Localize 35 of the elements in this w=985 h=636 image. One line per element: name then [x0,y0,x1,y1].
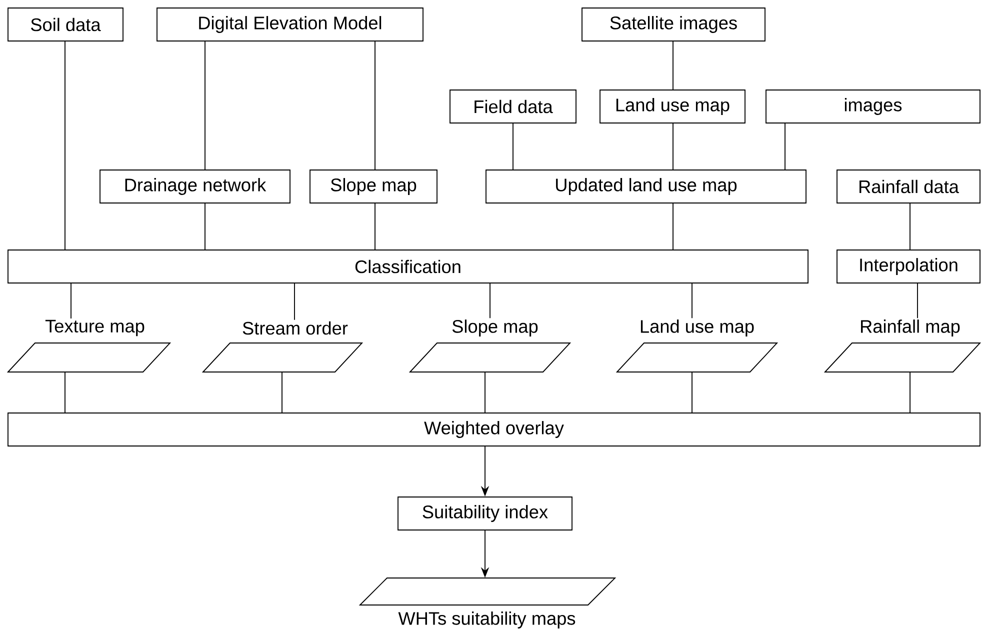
process-box: Updated land use map [486,170,806,204]
node-label: Texture map [45,320,144,336]
process-box: Interpolation [836,250,980,284]
connector-line [294,283,295,320]
connector-line [672,203,674,250]
process-box: Slope map [310,170,438,204]
process-box: Land use map [600,90,746,124]
connector-line [512,123,514,170]
connector-line [204,41,206,170]
node-label: Slope map [452,320,538,336]
connector-line [374,41,376,170]
connector-line [917,283,918,319]
connector-line [374,203,376,250]
process-box: Soil data [8,8,124,42]
connector-line [672,123,674,170]
connector-line [64,41,66,250]
process-box: Satellite images [582,8,766,42]
node-label: WHTs suitability maps [398,612,576,628]
connector-line [484,372,486,413]
connector-line [64,372,66,413]
node-label: Land use map [640,320,754,336]
process-box: Rainfall data [836,170,980,204]
connector-line [784,123,786,170]
process-box: Digital Elevation Model [156,8,424,42]
process-box: Field data [450,90,576,124]
process-box: images [766,90,980,124]
node-label: Stream order [242,321,348,335]
connector-line [70,283,72,319]
process-box: Suitability index [398,496,572,530]
connector-line [204,203,206,250]
process-box: Weighted overlay [8,412,980,446]
process-box: Classification [8,250,808,284]
process-box: Drainage network [100,170,290,204]
node-label: Rainfall map [861,320,960,336]
connector-line [672,41,674,90]
